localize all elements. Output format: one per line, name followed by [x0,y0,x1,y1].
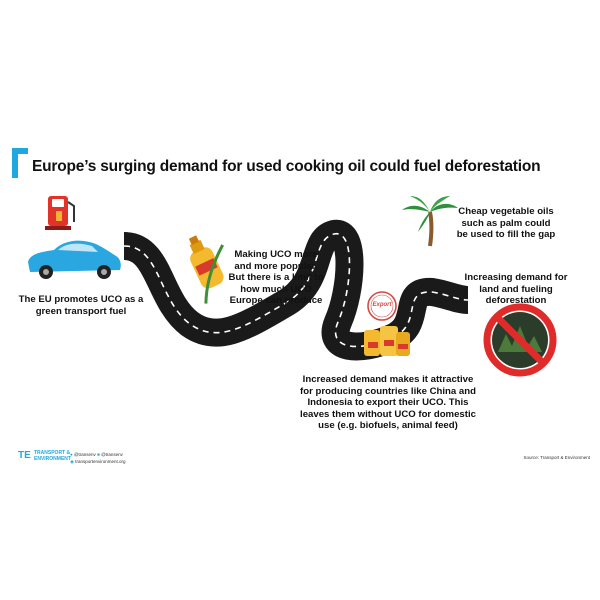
footer-source: Source: Transport & Environment [523,455,590,460]
footer-website-link[interactable]: transportenvironment.org [75,459,126,464]
export-stamp-icon [367,291,397,321]
page-title: Europe’s surging demand for used cooking… [32,158,541,175]
car-icon [28,240,121,279]
facebook-icon: ■ [97,452,100,457]
step-4-caption: Cheap vegetable oils such as palm could … [456,206,556,240]
footer-org-line1: TRANSPORT & [34,450,71,456]
palm-tree-icon [402,196,458,247]
footer-twitter-handle[interactable]: @transenv [73,452,96,457]
step-2-caption: Making UCO more and more popular. But th… [228,249,324,306]
deforestation-forbidden-icon [483,303,557,377]
step-1-caption: The EU promotes UCO as a green transport… [18,294,144,317]
oil-jugs-icon [364,326,410,356]
fuel-pump-icon [45,196,75,230]
footer-logo-mark: TE [18,450,31,461]
export-stamp-label: Export [372,302,392,308]
step-3-caption: Increased demand makes it attractive for… [300,374,476,431]
oil-bottle-icon [188,235,225,304]
footer-org-name: TRANSPORT & ENVIRONMENT [34,450,71,462]
footer-org-line2: ENVIRONMENT [34,456,71,462]
title-bracket [12,148,28,178]
twitter-icon: ● [70,452,73,457]
footer-facebook-handle[interactable]: @transenv [101,452,123,457]
footer-social: ● @transenv ■ @transenv ◉ transportenvir… [70,451,125,465]
globe-icon: ◉ [70,459,74,464]
step-5-caption: Increasing demand for land and fueling d… [464,272,568,306]
